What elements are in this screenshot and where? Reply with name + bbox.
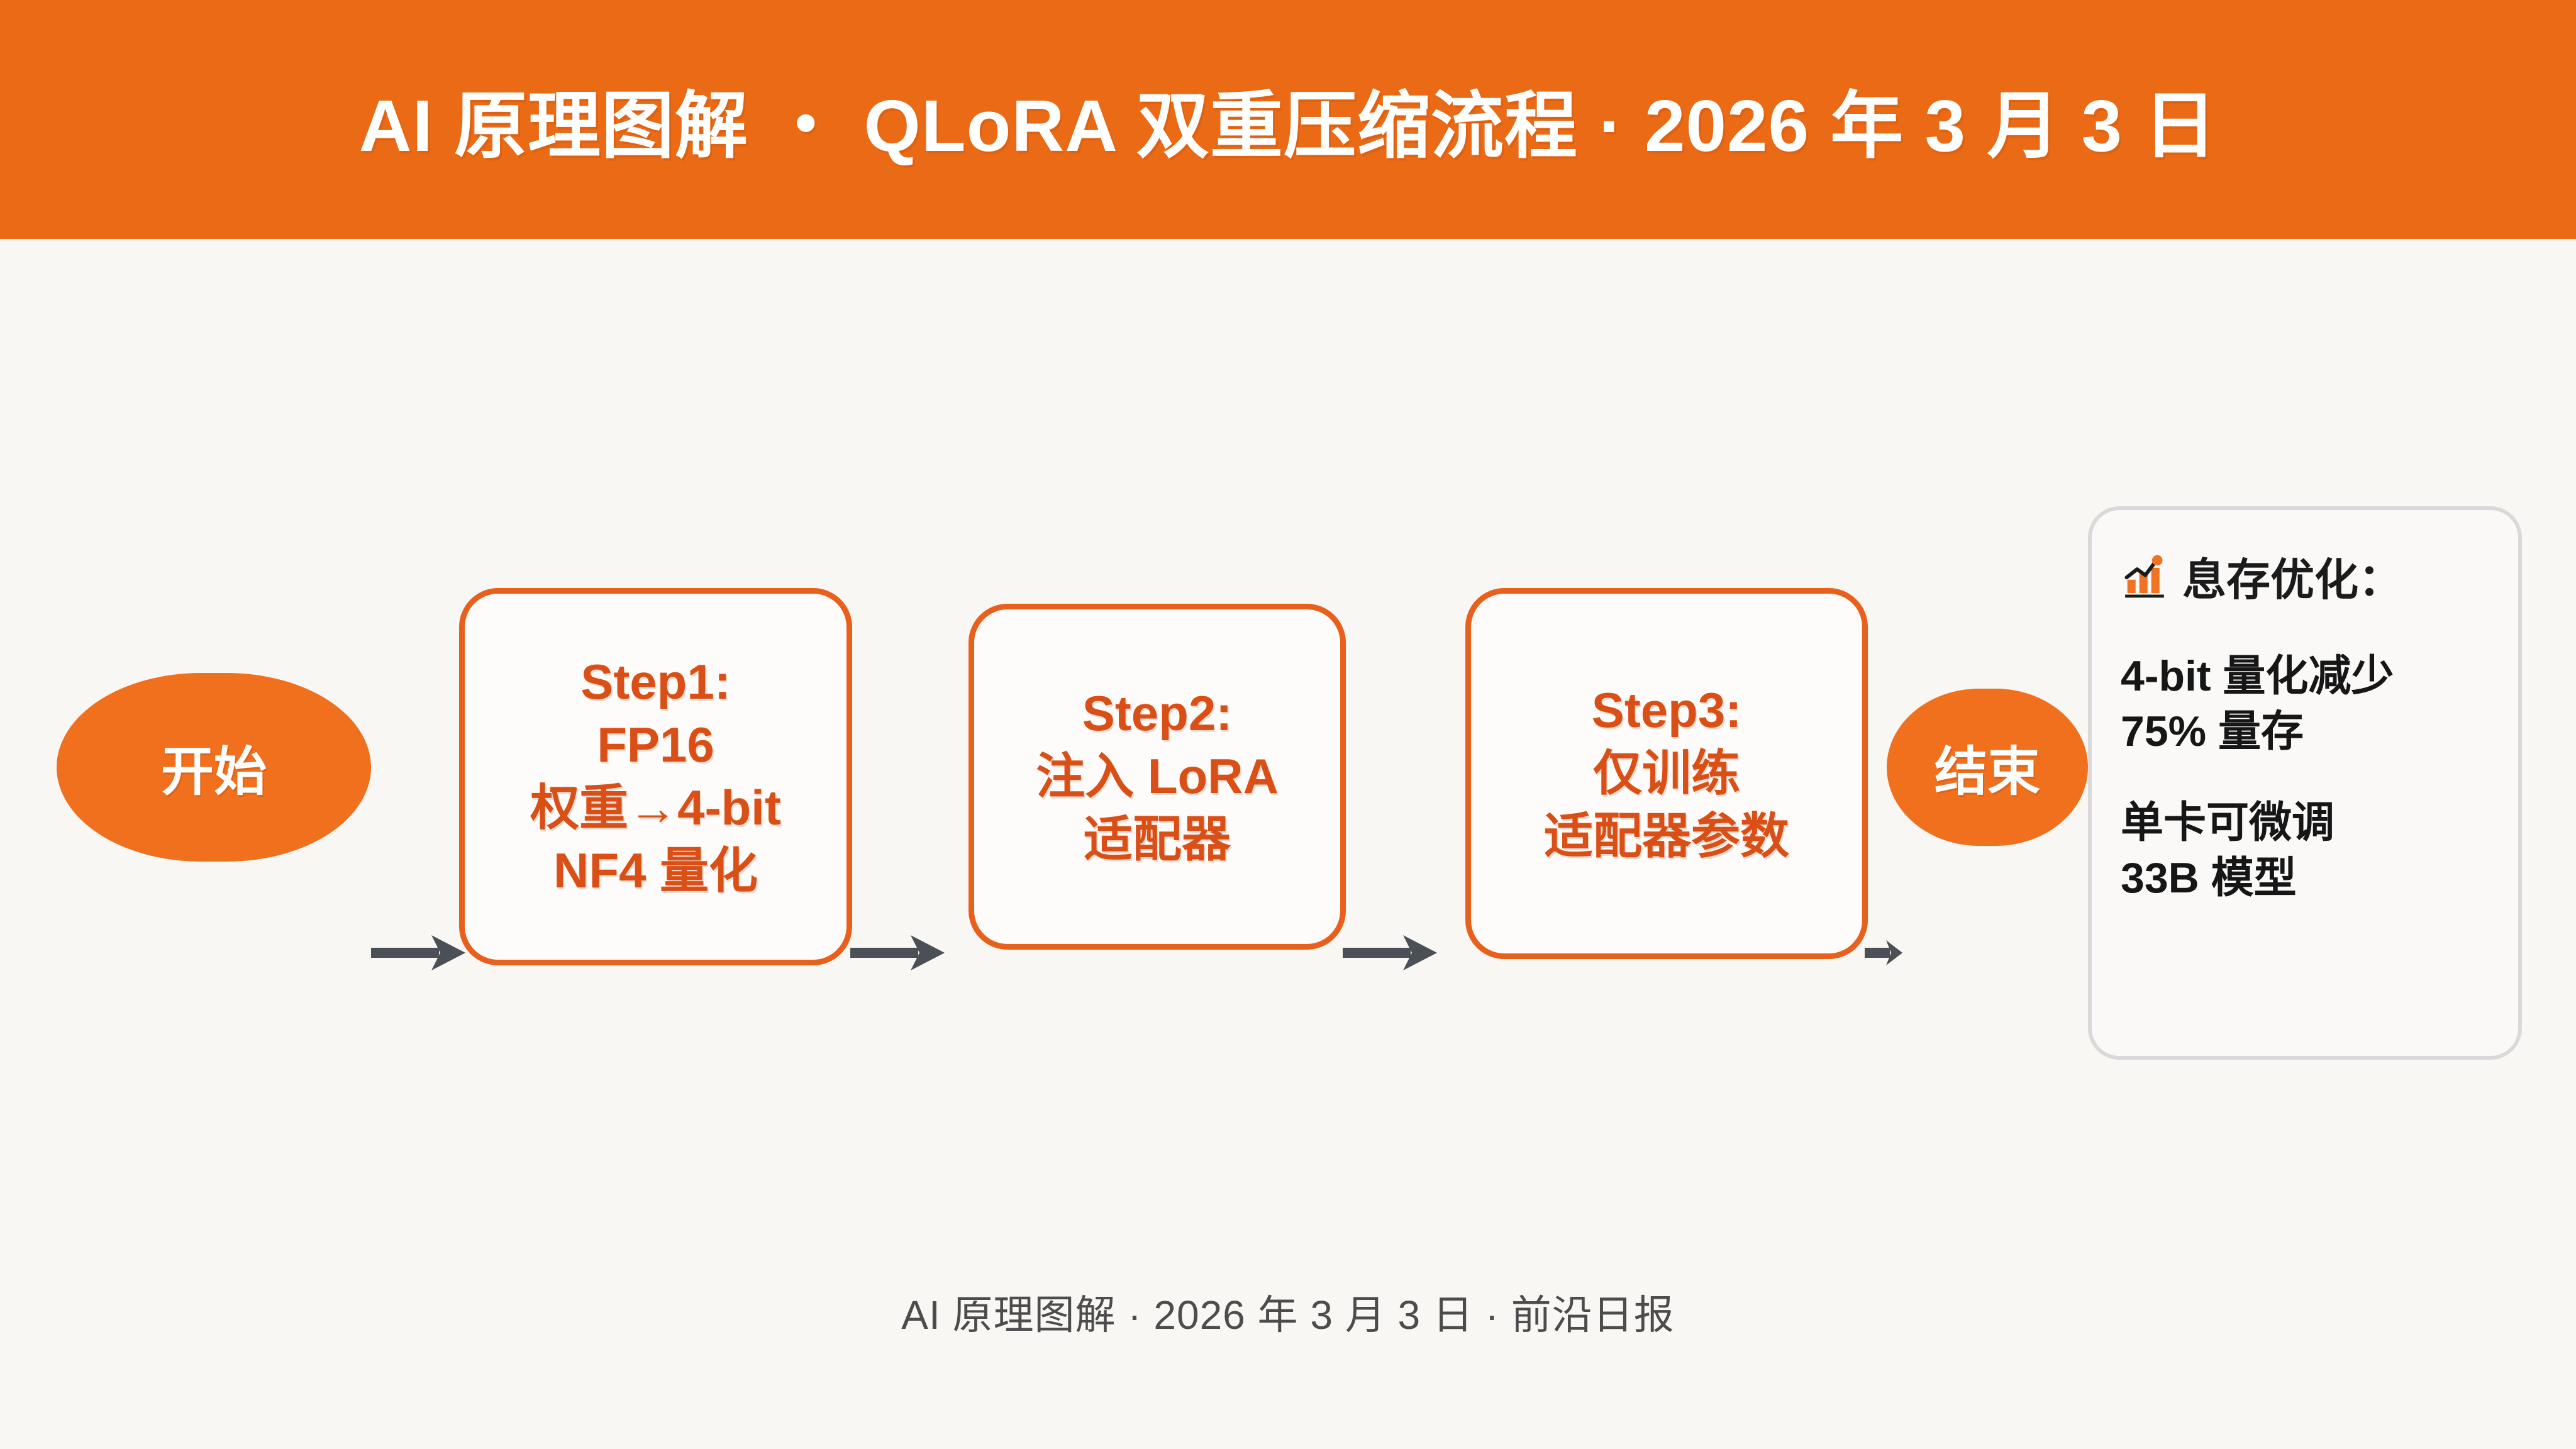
flow-node-step2-line-3: 适配器 — [1083, 811, 1231, 867]
flow-node-step3-line-1: Step3: — [1591, 682, 1742, 738]
side-panel-block-2: 单卡可微调 33B 模型 — [2121, 795, 2493, 906]
side-panel-block-1-line-1: 4-bit 量化减少 — [2121, 652, 2394, 700]
flow-arrow-step3-to-end — [1865, 940, 1902, 965]
flow-arrow-step1-to-step2 — [850, 935, 945, 970]
flow-node-end-label: 结束 — [1934, 741, 2040, 801]
flow-node-step2-line-1: Step2: — [1082, 686, 1233, 741]
flow-node-step3-line-2: 仅训练 — [1592, 745, 1740, 801]
header-bar: AI 原理图解 ・ QLoRA 双重压缩流程 · 2026 年 3 月 3 日 — [0, 0, 2576, 239]
side-panel-block-2-line-2: 33B 模型 — [2121, 854, 2297, 902]
side-panel-block-1-line-2: 75% 量存 — [2121, 708, 2304, 756]
flow-node-start-label: 开始 — [160, 741, 267, 801]
flow-node-step3-line-3: 适配器参数 — [1543, 808, 1789, 863]
flow-node-end[interactable]: 结束 — [1887, 689, 2088, 846]
flow-node-step3[interactable]: Step3: 仅训练 适配器参数 — [1465, 588, 1868, 959]
flow-arrow-start-to-step1 — [371, 935, 465, 970]
flow-node-step1[interactable]: Step1: FP16 权重→4-bit NF4 量化 — [459, 588, 852, 965]
flow-node-step1-line-4: NF4 量化 — [553, 842, 758, 898]
side-note-panel: 息存优化： 4-bit 量化减少 75% 量存 单卡可微调 33B 模型 — [2088, 506, 2522, 1060]
flow-node-step1-line-1: Step1: — [580, 654, 731, 710]
flow-node-step1-line-3: 权重→4-bit — [530, 780, 781, 835]
flowchart-canvas: 开始 Step1: FP16 权重→4-bit NF4 量化 Step2: 注入… — [0, 239, 2576, 1449]
side-panel-heading: 息存优化： — [2121, 545, 2493, 608]
page-title: AI 原理图解 ・ QLoRA 双重压缩流程 · 2026 年 3 月 3 日 — [358, 85, 2218, 167]
flow-node-step2[interactable]: Step2: 注入 LoRA 适配器 — [969, 604, 1346, 950]
flow-node-start[interactable]: 开始 — [57, 673, 371, 862]
side-panel-block-1: 4-bit 量化减少 75% 量存 — [2121, 648, 2493, 760]
flow-node-step2-line-2: 注入 LoRA — [1036, 748, 1279, 804]
footer-caption: AI 原理图解 · 2026 年 3 月 3 日 · 前沿日报 — [901, 1292, 1675, 1338]
side-panel-block-2-line-1: 单卡可微调 — [2121, 798, 2335, 847]
flow-arrow-step2-to-step3 — [1343, 935, 1437, 970]
side-panel-title: 息存优化： — [2182, 555, 2402, 604]
flow-node-step1-line-2: FP16 — [597, 717, 714, 773]
chart-increasing-icon — [2124, 555, 2164, 597]
